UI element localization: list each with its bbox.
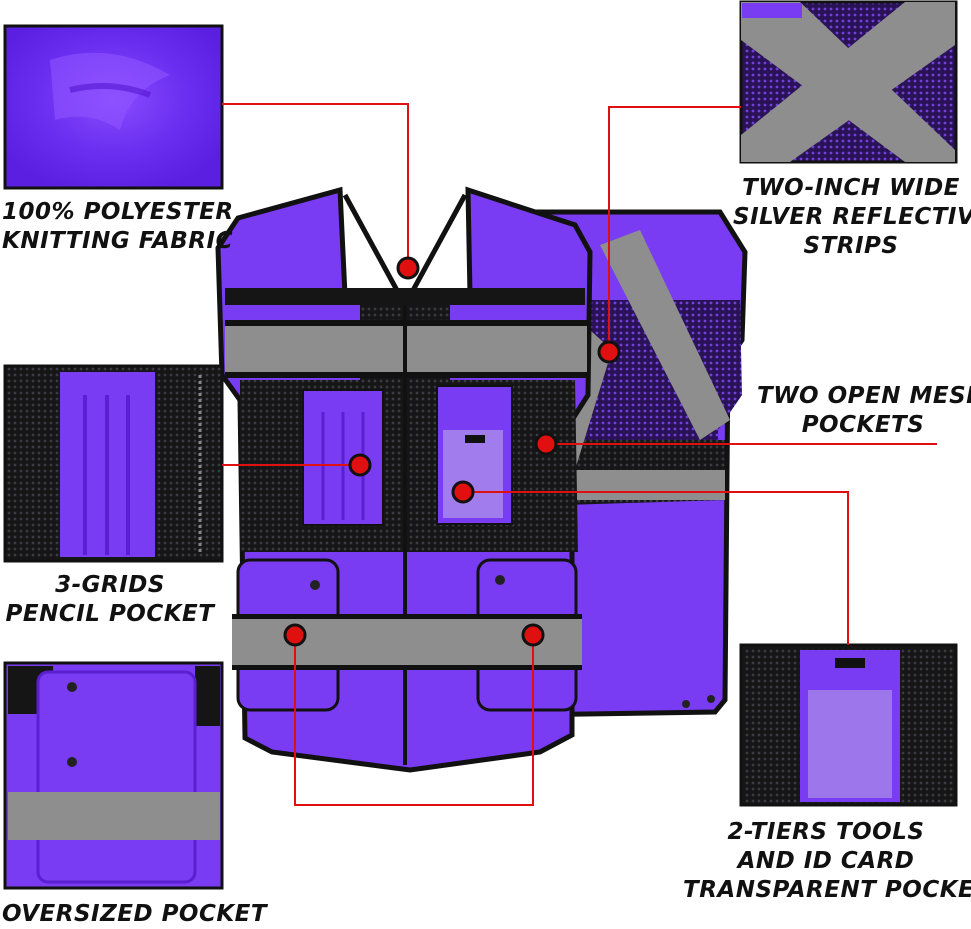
label-pencil-line2: PENCIL POCKET xyxy=(5,601,215,627)
label-oversized: OVERSIZED POCKET xyxy=(2,900,267,929)
thumb-reflective xyxy=(739,0,958,164)
label-reflective-line3: STRIPS xyxy=(803,233,899,259)
callout-dot-icon xyxy=(283,623,307,647)
label-id-card-line2: AND ID CARD xyxy=(737,848,915,874)
label-mesh-line1: TWO OPEN MESH xyxy=(757,383,971,409)
label-fabric-line2: KNITTING FABRIC xyxy=(2,228,233,254)
callout-dot-icon xyxy=(451,480,475,504)
thumb-id-card xyxy=(739,643,958,807)
label-fabric: 100% POLYESTER KNITTING FABRIC xyxy=(2,198,234,256)
callout-dot-icon xyxy=(348,453,372,477)
callout-dot-icon xyxy=(396,256,420,280)
callout-dot-icon xyxy=(521,623,545,647)
label-fabric-line1: 100% POLYESTER xyxy=(2,199,234,225)
label-mesh-line2: POCKETS xyxy=(801,412,925,438)
callout-lines xyxy=(222,103,937,806)
vest-front xyxy=(215,186,593,773)
label-reflective-line2: SILVER REFLECTIVE xyxy=(733,204,971,230)
label-reflective-line1: TWO-INCH WIDE xyxy=(742,175,960,201)
label-reflective: TWO-INCH WIDE SILVER REFLECTIVE STRIPS xyxy=(733,174,971,261)
thumb-oversized xyxy=(3,661,224,890)
label-pencil: 3-GRIDS PENCIL POCKET xyxy=(2,571,218,629)
label-id-card-line1: 2-TIERS TOOLS xyxy=(727,819,925,845)
callout-dot-icon xyxy=(597,340,621,364)
callout-dots xyxy=(283,256,621,647)
label-pencil-line1: 3-GRIDS xyxy=(55,572,165,598)
label-mesh: TWO OPEN MESH POCKETS xyxy=(757,382,971,440)
label-id-card-line3: TRANSPARENT POCKET xyxy=(683,877,971,903)
label-id-card: 2-TIERS TOOLS AND ID CARD TRANSPARENT PO… xyxy=(683,818,971,905)
thumb-fabric xyxy=(3,24,224,190)
callout-dot-icon xyxy=(534,432,558,456)
thumb-pencil xyxy=(3,364,224,563)
label-oversized-line1: OVERSIZED POCKET xyxy=(2,901,268,927)
